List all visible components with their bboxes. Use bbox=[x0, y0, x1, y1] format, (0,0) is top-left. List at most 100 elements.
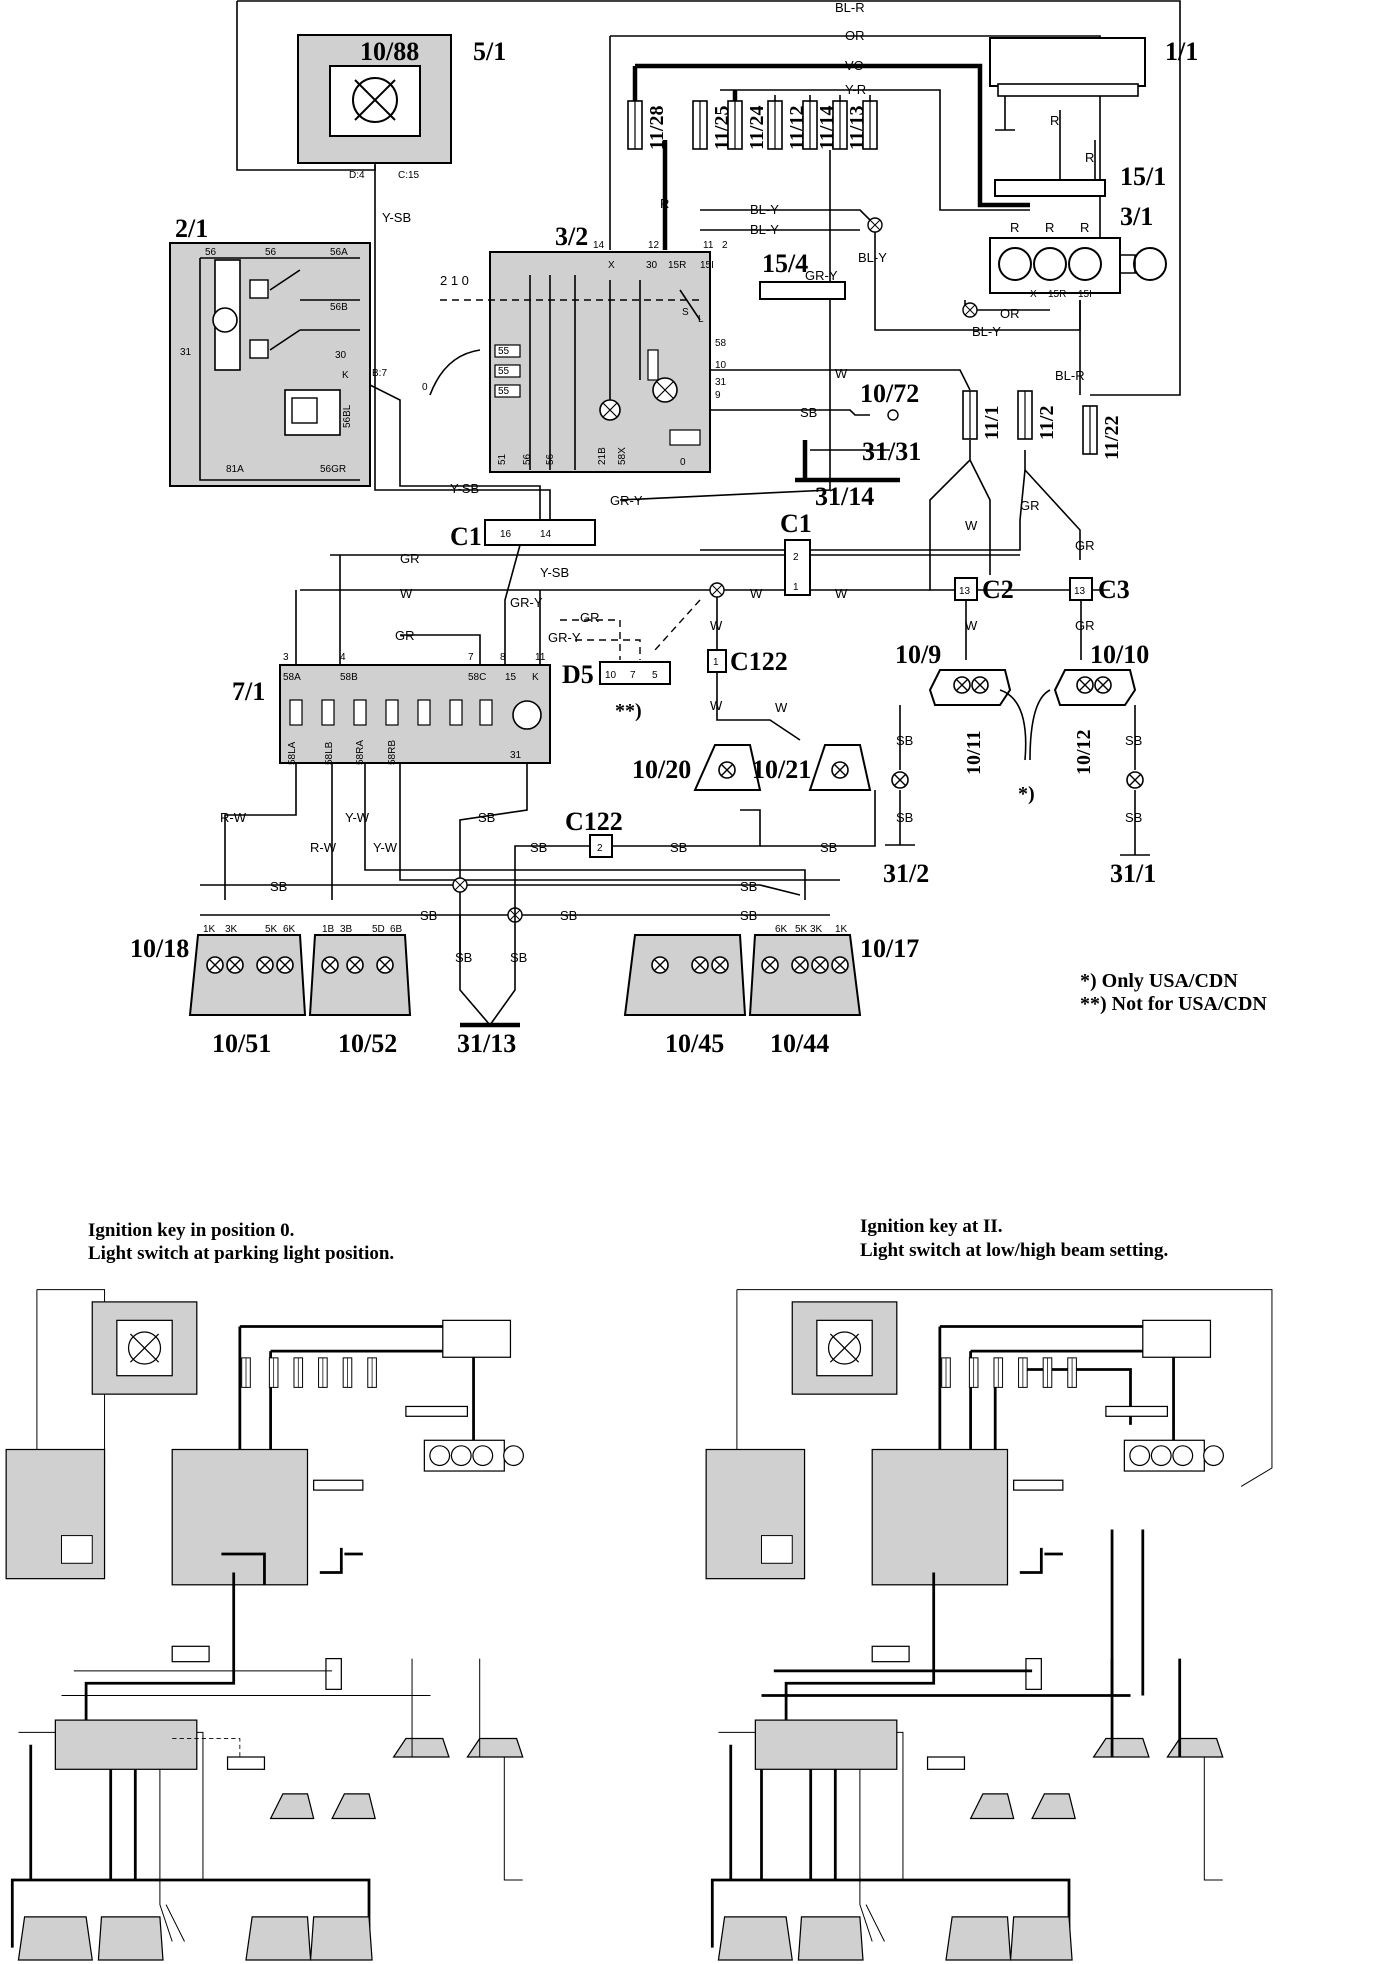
component-15-4-box bbox=[759, 281, 846, 300]
label-15-1: 15/1 bbox=[1120, 162, 1166, 191]
mini-diagram-right bbox=[705, 1289, 1273, 1961]
wire-gr-y-mid: GR-Y bbox=[610, 493, 643, 508]
wire-sb-a: SB bbox=[800, 405, 817, 420]
pin-58c: 58C bbox=[468, 672, 486, 683]
wire-gr-b: GR bbox=[1075, 538, 1095, 553]
pin-3b: 3B bbox=[340, 924, 353, 935]
wire-gr-a: GR bbox=[1020, 498, 1040, 513]
wire-bl-y-a: BL-Y bbox=[750, 202, 779, 217]
pin-56bl: 56BL bbox=[342, 404, 353, 428]
wire-w-c: W bbox=[965, 618, 978, 633]
pin-58lb: 58LB bbox=[324, 741, 335, 765]
label-c1-right: C1 bbox=[780, 509, 812, 538]
label-5-1: 5/1 bbox=[473, 37, 506, 66]
label-10-52: 10/52 bbox=[338, 1029, 397, 1058]
pin-11-sw: 11 bbox=[703, 240, 714, 251]
wire-y-r: Y-R bbox=[845, 82, 866, 97]
pin-0-sw: 0 bbox=[680, 457, 686, 468]
pin-58x: 58X bbox=[617, 447, 628, 465]
pin-6k: 6K bbox=[283, 924, 296, 935]
pin-56-a: 56 bbox=[205, 247, 217, 258]
wire-r-w-a: R-W bbox=[220, 810, 247, 825]
pin-c1-2: 2 bbox=[793, 552, 799, 563]
label-31-31: 31/31 bbox=[862, 437, 921, 466]
pin-b7: B:7 bbox=[372, 368, 387, 379]
wire-r-b: R bbox=[1085, 150, 1094, 165]
wire-or-b: OR bbox=[1000, 306, 1020, 321]
fuse-11-2: 11/2 bbox=[1036, 406, 1058, 440]
wire-gr-y-top: GR-Y bbox=[805, 268, 838, 283]
label-2-1: 2/1 bbox=[175, 214, 208, 243]
lamp-cluster-10-44 bbox=[748, 934, 862, 1016]
caption-left-line1: Ignition key in position 0. bbox=[88, 1220, 294, 1241]
wire-or-top: OR bbox=[845, 28, 865, 43]
pin-c15: C:15 bbox=[398, 170, 420, 181]
wire-sb-b: SB bbox=[478, 810, 495, 825]
pin-d4: D:4 bbox=[349, 170, 365, 181]
label-10-72: 10/72 bbox=[860, 379, 919, 408]
label-31-2: 31/2 bbox=[883, 859, 929, 888]
pin-2-sw: 2 bbox=[722, 240, 728, 251]
pin-3k: 3K bbox=[225, 924, 238, 935]
pin-3k-r: 3K bbox=[810, 924, 823, 935]
fuse-11-24: 11/24 bbox=[746, 106, 768, 150]
wire-w-f: W bbox=[835, 586, 848, 601]
caption-left-line2: Light switch at parking light position. bbox=[88, 1243, 394, 1264]
pin-6b: 6B bbox=[390, 924, 403, 935]
connector-d5-box bbox=[599, 661, 671, 685]
label-10-10: 10/10 bbox=[1090, 640, 1149, 669]
wire-y-w-b: Y-W bbox=[373, 840, 398, 855]
lamp-cluster-10-51 bbox=[188, 934, 307, 1016]
fuse-11-1: 11/1 bbox=[981, 406, 1003, 440]
label-c2: C2 bbox=[982, 575, 1014, 604]
pin-58la: 58LA bbox=[287, 741, 298, 765]
pin-4-mod: 4 bbox=[340, 652, 346, 663]
wire-bl-y-c: BL-Y bbox=[858, 250, 887, 265]
pin-21b: 21B bbox=[597, 447, 608, 465]
pin-d5-5: 5 bbox=[652, 670, 658, 681]
wire-sb-h: SB bbox=[530, 840, 547, 855]
mini-diagram-left bbox=[5, 1289, 524, 1961]
label-10-12: 10/12 bbox=[1073, 729, 1095, 775]
label-10-45: 10/45 bbox=[665, 1029, 724, 1058]
wire-sb-j: SB bbox=[820, 840, 837, 855]
connector-c1-left bbox=[484, 519, 596, 546]
wire-sb-k: SB bbox=[896, 733, 913, 748]
wire-r-f: R bbox=[660, 196, 669, 211]
pin-0-knob: 0 bbox=[422, 382, 428, 393]
pin-81a: 81A bbox=[226, 464, 244, 475]
wire-gr-e: GR bbox=[580, 610, 600, 625]
pin-c1-16: 16 bbox=[500, 529, 512, 540]
pin-3-mod: 3 bbox=[283, 652, 289, 663]
wire-r-e: R bbox=[1080, 220, 1089, 235]
wire-w-i: W bbox=[775, 700, 788, 715]
wire-sb-e: SB bbox=[560, 908, 577, 923]
pin-c122-1: 1 bbox=[713, 657, 719, 668]
wire-y-sb: Y-SB bbox=[382, 210, 411, 225]
label-31-1: 31/1 bbox=[1110, 859, 1156, 888]
pin-58ra: 58RA bbox=[355, 740, 366, 765]
pin-55-c: 55 bbox=[498, 386, 510, 397]
pin-6k-r: 6K bbox=[775, 924, 788, 935]
label-3-2: 3/2 bbox=[555, 222, 588, 251]
wire-w-e: W bbox=[750, 586, 763, 601]
label-c122-top: C122 bbox=[730, 647, 788, 676]
fuse-11-12: 11/12 bbox=[786, 106, 808, 150]
pin-56b: 56B bbox=[330, 302, 348, 313]
pin-12-sw: 12 bbox=[648, 240, 660, 251]
pin-55-a: 55 bbox=[498, 346, 510, 357]
switch-positions: 2 1 0 bbox=[440, 273, 469, 288]
wire-y-w-a: Y-W bbox=[345, 810, 370, 825]
wire-sb-o: SB bbox=[455, 950, 472, 965]
pin-d5-10: 10 bbox=[605, 670, 617, 681]
wire-sb-p: SB bbox=[510, 950, 527, 965]
wire-sb-l: SB bbox=[896, 810, 913, 825]
pin-c2-13: 13 bbox=[959, 586, 971, 597]
wire-sb-f: SB bbox=[740, 879, 757, 894]
wire-w-d: W bbox=[400, 586, 413, 601]
pin-56a: 56A bbox=[330, 247, 348, 258]
wire-bl-y-d: BL-Y bbox=[972, 324, 1001, 339]
label-10-51: 10/51 bbox=[212, 1029, 271, 1058]
fuse-11-28: 11/28 bbox=[646, 106, 668, 150]
